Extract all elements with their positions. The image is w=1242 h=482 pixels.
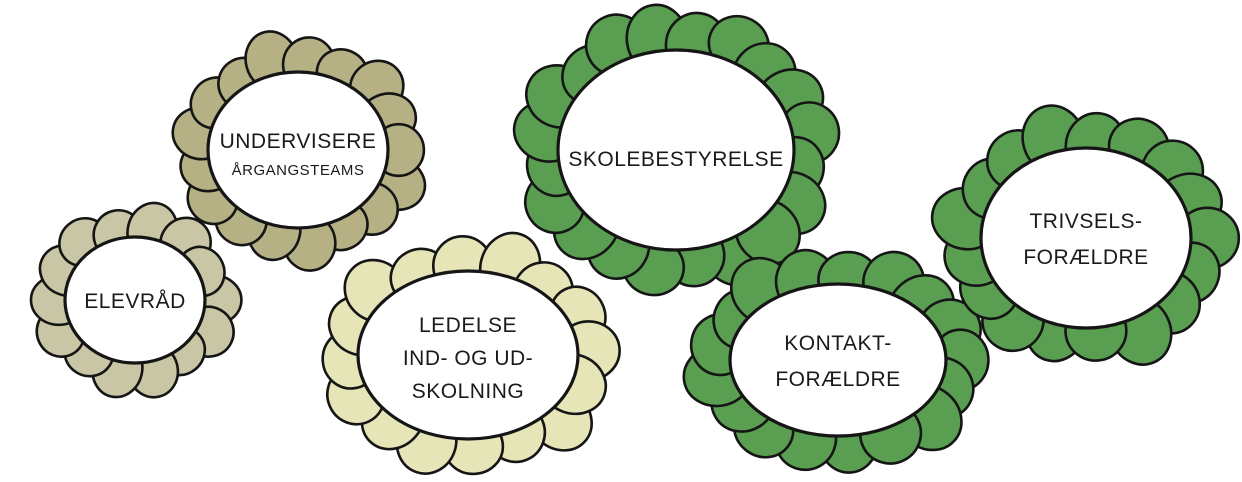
flower-elevraad-label: ELEVRÅD — [84, 290, 186, 313]
flower-ledelse: LEDELSE IND- OG UD- SKOLNING — [318, 225, 621, 482]
flower-kontaktforaeldre-label-1: KONTAKT- — [784, 332, 891, 355]
flower-ledelse-label-3: SKOLNING — [412, 380, 525, 403]
flower-kontaktforaeldre-center — [730, 284, 946, 436]
flower-ledelse-label-1: LEDELSE — [419, 314, 517, 337]
flower-skolebestyrelse-label: SKOLEBESTYRELSE — [568, 148, 783, 171]
flower-trivselsforaeldre-label-2: FORÆLDRE — [1023, 246, 1148, 269]
flower-trivselsforaeldre-center — [981, 148, 1191, 328]
flower-elevraad: ELEVRÅD — [29, 198, 242, 402]
flower-trivselsforaeldre-label-1: TRIVSELS- — [1029, 210, 1142, 233]
flower-kontaktforaeldre-label-2: FORÆLDRE — [775, 368, 900, 391]
flower-undervisere-label-1: UNDERVISERE — [220, 130, 377, 153]
flower-undervisere-label-2: ÅRGANGSTEAMS — [232, 162, 365, 179]
flower-ledelse-label-2: IND- OG UD- — [403, 347, 533, 370]
